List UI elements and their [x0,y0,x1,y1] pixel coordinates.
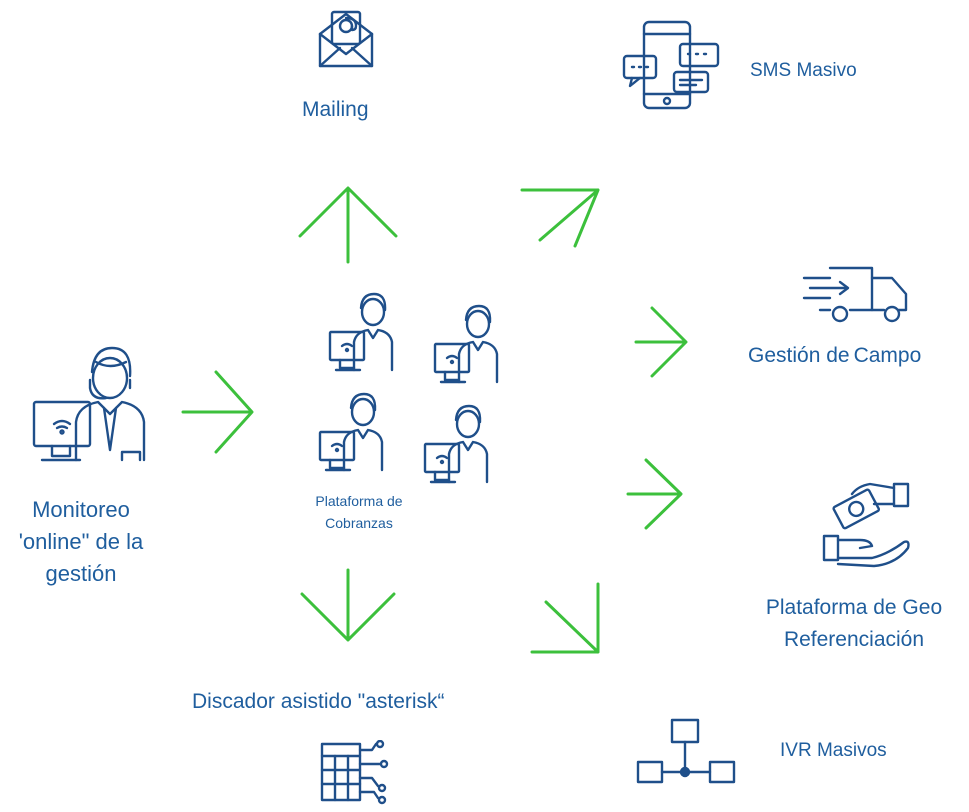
operator-team-icon [318,292,499,484]
arrow-to-sms [520,188,600,248]
operator-3-icon [318,392,384,472]
delivery-truck-icon [802,266,908,323]
monitoreo-line-2: 'online" de la [18,529,144,554]
sms-masivo-label: SMS Masivo [750,60,857,81]
dialer-keypad-icon [320,740,389,805]
plataforma-cobranzas-line-1: Plataforma de [315,493,403,509]
arrow-monitoreo-to-plataforma [181,370,254,454]
arrow-to-geo [626,458,683,530]
plataforma-cobranzas-label: Plataforma de Cobranzas [284,490,434,534]
arrow-to-gestion-campo [634,306,688,378]
money-handshake-icon [822,482,910,568]
operator-2-icon [433,304,499,384]
geo-label: Plataforma de Geo Referenciación [744,592,964,656]
discador-label: Discador asistido "asterisk“ [192,690,445,713]
operator-4-icon [423,404,489,484]
gestion-campo-label-b: Campo [853,344,922,367]
gestion-campo-label-a: Gestión de [748,344,850,367]
geo-line-1: Plataforma de Geo [765,596,943,619]
arrow-to-mailing [298,186,398,264]
arrow-to-ivr [530,582,600,654]
monitoreo-line-1: Monitoreo [32,497,130,522]
monitoreo-line-3: gestión [45,561,117,586]
mailing-label: Mailing [302,98,369,121]
operator-icon [32,346,146,462]
operator-1-icon [328,292,394,372]
plataforma-cobranzas-line-2: Cobranzas [325,515,393,531]
monitoreo-label: Monitoreo 'online" de la gestión [0,494,162,590]
arrow-to-discador [300,568,396,642]
envelope-at-icon [318,10,374,68]
geo-line-2: Referenciación [783,628,925,651]
flow-nodes-icon [636,718,736,784]
phone-chat-icon [622,20,720,110]
ivr-masivos-label: IVR Masivos [780,740,887,761]
